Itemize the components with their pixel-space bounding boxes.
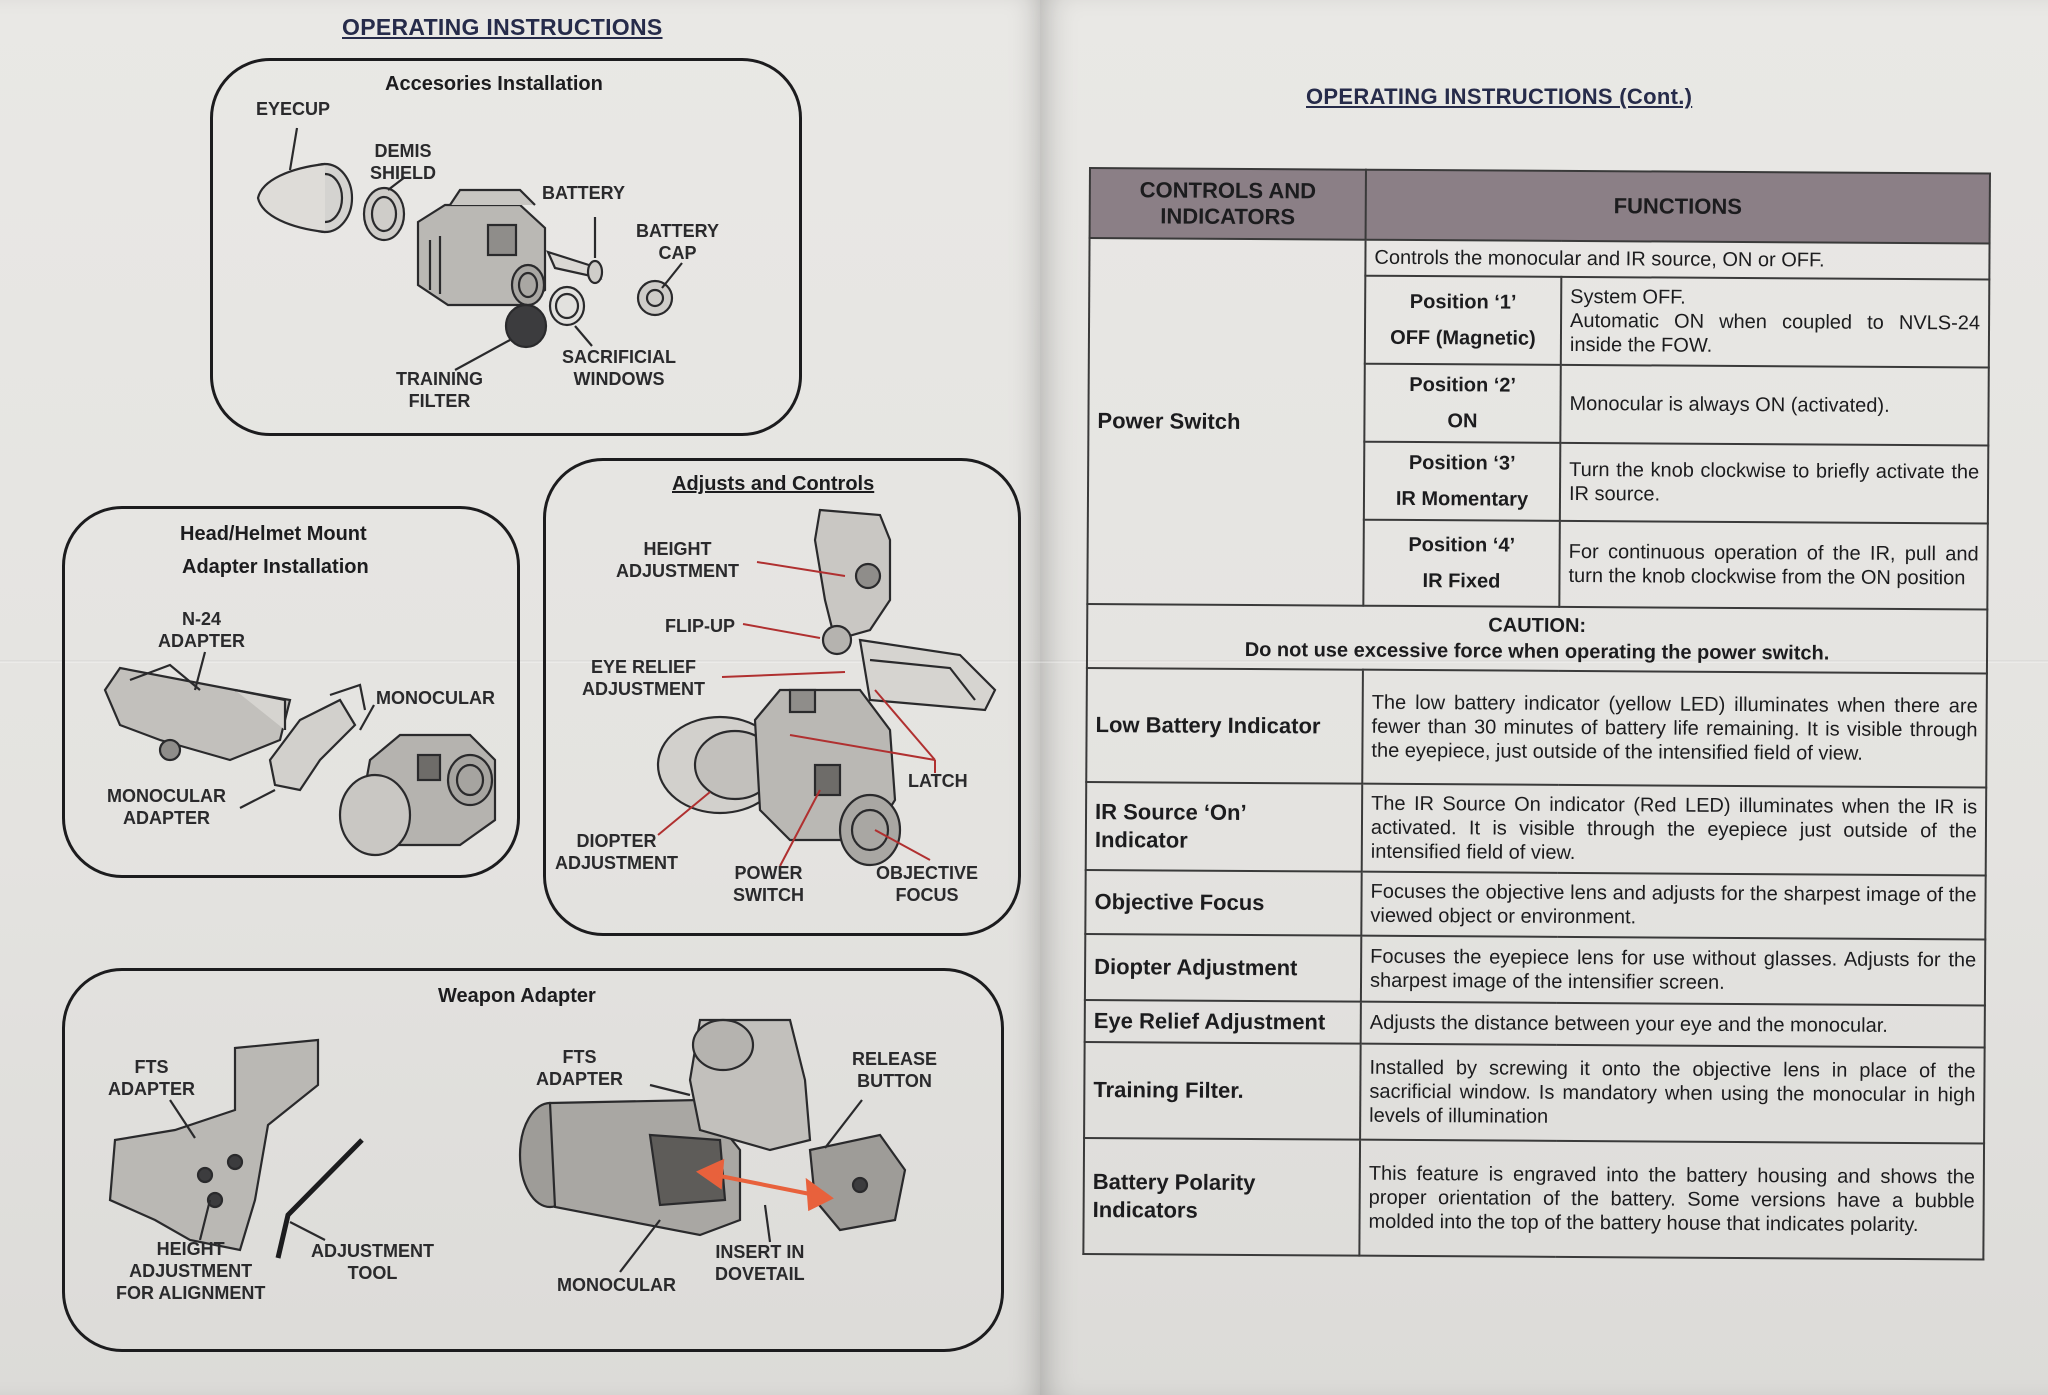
position-4-text: For continuous operation of the IR, pull… bbox=[1559, 520, 1988, 610]
mount-title-line1: Head/Helmet Mount bbox=[180, 523, 367, 545]
control-name: Training Filter. bbox=[1084, 1041, 1361, 1140]
table-row: Training Filter. Installed by screwing i… bbox=[1084, 1041, 1985, 1144]
mount-panel bbox=[62, 506, 520, 878]
control-function: Installed by screwing it onto the object… bbox=[1360, 1043, 1985, 1144]
monocular-drawing bbox=[416, 188, 547, 307]
eyecup-drawing bbox=[256, 162, 354, 234]
label-training-filter: TRAINING FILTER bbox=[396, 369, 483, 411]
fts-adapter-drawing bbox=[108, 1038, 320, 1252]
adjusts-panel bbox=[543, 458, 1021, 936]
position-3-text: Turn the knob clockwise to briefly activ… bbox=[1559, 442, 1989, 524]
label-insert-dovetail: INSERT IN DOVETAIL bbox=[715, 1242, 805, 1284]
demis-shield-drawing bbox=[362, 186, 406, 242]
label-flip-up: FLIP-UP bbox=[665, 616, 735, 636]
label-eye-relief: EYE RELIEF ADJUSTMENT bbox=[582, 657, 706, 699]
caution-cell: CAUTION: Do not use excessive force when… bbox=[1086, 603, 1988, 674]
sacrificial-window-drawing bbox=[548, 285, 586, 327]
label-monocular-adapter: MONOCULAR ADAPTER bbox=[107, 786, 226, 828]
caution-row: CAUTION: Do not use excessive force when… bbox=[1086, 603, 1988, 674]
power-switch-summary-row: Power Switch Controls the monocular and … bbox=[1087, 238, 1990, 606]
dovetail-arrow bbox=[695, 1158, 834, 1212]
table-row: Battery Polarity Indicators This feature… bbox=[1083, 1137, 1985, 1260]
control-function: The low battery indicator (yellow LED) i… bbox=[1362, 669, 1987, 788]
left-page-title: OPERATING INSTRUCTIONS bbox=[342, 14, 663, 40]
battery-drawing bbox=[546, 250, 604, 285]
paper-fold bbox=[0, 660, 2048, 663]
label-release-button: RELEASE BUTTON bbox=[852, 1049, 938, 1091]
illustrations bbox=[103, 127, 997, 1273]
adjusts-monocular-drawing bbox=[656, 688, 902, 867]
label-power-switch: POWER SWITCH bbox=[733, 863, 804, 905]
mount-monocular-drawing bbox=[338, 733, 497, 857]
label-battery: BATTERY bbox=[542, 183, 625, 203]
label-weapon-monocular: MONOCULAR bbox=[557, 1275, 676, 1295]
header-controls: CONTROLS AND INDICATORS bbox=[1089, 168, 1366, 240]
caution-text: Do not use excessive force when operatin… bbox=[1244, 638, 1830, 665]
table-header-row: CONTROLS AND INDICATORS FUNCTIONS bbox=[1089, 168, 1990, 244]
control-function: Adjusts the distance between your eye an… bbox=[1360, 1001, 1985, 1048]
n24-adapter-drawing bbox=[103, 663, 292, 762]
position-4-name: Position ‘4’ IR Fixed bbox=[1363, 519, 1560, 607]
position-3-name: Position ‘3’ IR Momentary bbox=[1363, 441, 1561, 521]
label-eyecup: EYECUP bbox=[256, 99, 331, 119]
table-row: Low Battery Indicator The low battery in… bbox=[1086, 667, 1987, 788]
power-switch-summary: Controls the monocular and IR source, ON… bbox=[1365, 239, 1990, 280]
control-function: Focuses the objective lens and adjusts f… bbox=[1361, 871, 1986, 940]
control-function: The IR Source On indicator (Red LED) ill… bbox=[1361, 783, 1987, 876]
helmet-mount-drawing bbox=[813, 508, 997, 712]
monocular-adapter-drawing bbox=[268, 683, 367, 792]
control-name: Diopter Adjustment bbox=[1084, 933, 1362, 1002]
weapon-title: Weapon Adapter bbox=[438, 985, 596, 1007]
label-latch: LATCH bbox=[908, 771, 968, 791]
table-row: IR Source ‘On’ Indicator The IR Source O… bbox=[1085, 781, 1987, 876]
position-2-name: Position ‘2’ ON bbox=[1364, 363, 1561, 443]
training-filter-drawing bbox=[504, 303, 548, 349]
position-1-text: System OFF. Automatic ON when coupled to… bbox=[1560, 276, 1990, 368]
control-name: IR Source ‘On’ Indicator bbox=[1085, 781, 1363, 872]
label-sacrificial-windows: SACRIFICIAL WINDOWS bbox=[562, 347, 676, 389]
label-objective-focus: OBJECTIVE FOCUS bbox=[876, 863, 979, 905]
control-name: Battery Polarity Indicators bbox=[1083, 1137, 1361, 1256]
label-mount-monocular: MONOCULAR bbox=[376, 688, 495, 708]
header-functions: FUNCTIONS bbox=[1365, 169, 1990, 244]
control-name: Low Battery Indicator bbox=[1086, 667, 1363, 784]
battery-cap-drawing bbox=[636, 279, 674, 317]
mount-title-line2: Adapter Installation bbox=[182, 556, 369, 578]
right-page-title: OPERATING INSTRUCTIONS (Cont.) bbox=[1306, 84, 1693, 109]
control-name: Objective Focus bbox=[1085, 869, 1362, 936]
label-fts-adapter-2: FTS ADAPTER bbox=[536, 1047, 624, 1089]
label-height-adjustment: HEIGHT ADJUSTMENT bbox=[616, 539, 740, 581]
weapon-monocular-drawing bbox=[518, 1018, 907, 1237]
accessories-title: Accesories Installation bbox=[385, 73, 603, 95]
position-2-text: Monocular is always ON (activated). bbox=[1560, 364, 1989, 446]
control-function: This feature is engraved into the batter… bbox=[1359, 1139, 1985, 1260]
table-row: Eye Relief Adjustment Adjusts the distan… bbox=[1084, 999, 1985, 1048]
power-switch-label: Power Switch bbox=[1087, 238, 1366, 606]
position-1-name: Position ‘1’ OFF (Magnetic) bbox=[1364, 275, 1562, 365]
label-diopter: DIOPTER ADJUSTMENT bbox=[555, 831, 679, 873]
label-n24-adapter: N-24 ADAPTER bbox=[158, 609, 246, 651]
label-height-alignment: HEIGHT ADJUSTMENT FOR ALIGNMENT bbox=[116, 1239, 266, 1303]
label-fts-adapter-1: FTS ADAPTER bbox=[108, 1057, 196, 1099]
table-row: Diopter Adjustment Focuses the eyepiece … bbox=[1084, 933, 1986, 1006]
label-adjustment-tool: ADJUSTMENT TOOL bbox=[311, 1241, 435, 1283]
weapon-panel bbox=[62, 968, 1004, 1352]
adjusts-title: Adjusts and Controls bbox=[672, 473, 875, 495]
label-demis-shield: DEMIS SHIELD bbox=[370, 141, 437, 183]
controls-table: CONTROLS AND INDICATORS FUNCTIONS Power … bbox=[1082, 167, 1991, 1260]
control-function: Focuses the eyepiece lens for use withou… bbox=[1360, 935, 1986, 1006]
table-row: Objective Focus Focuses the objective le… bbox=[1085, 869, 1986, 940]
label-battery-cap: BATTERY CAP bbox=[636, 221, 719, 263]
control-name: Eye Relief Adjustment bbox=[1084, 999, 1361, 1044]
accessories-panel bbox=[210, 58, 802, 436]
adjustment-tool-drawing bbox=[275, 1138, 364, 1259]
